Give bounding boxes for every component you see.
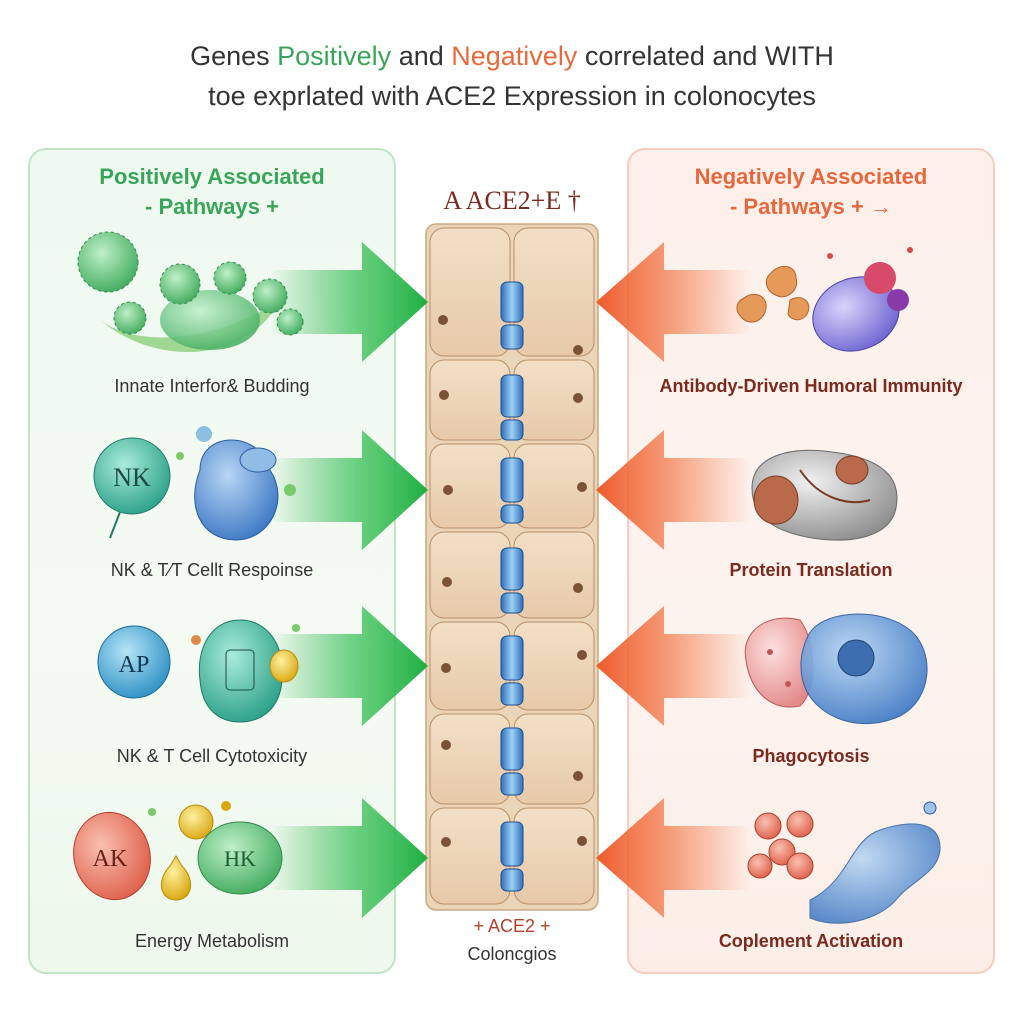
nk-t-response-illustration: NK — [93, 426, 296, 541]
rk-cell-glyph: AK — [93, 846, 128, 872]
negative-panel-title-line1: Negatively Associated — [694, 164, 928, 189]
ap-cell-glyph: AP — [119, 652, 150, 678]
negative-pathway-label-3: Phagocytosis — [752, 746, 870, 766]
nk-t-cytotoxicity-illustration: AP — [97, 619, 300, 723]
positive-arrow-3 — [270, 606, 428, 726]
ace2-column-title: A ACE2+E † — [443, 186, 581, 215]
title-mid: and — [391, 41, 452, 71]
ace2-receptor-channels — [500, 281, 524, 892]
title-pre: Genes — [190, 41, 278, 71]
negative-panel-title-line2: - Pathways + → — [729, 194, 892, 219]
negative-arrow-1 — [596, 242, 750, 362]
colonocyte-column — [425, 223, 599, 911]
protein-translation-illustration — [751, 449, 898, 541]
negative-pathway-label-4: Coplement Activation — [718, 931, 904, 951]
ace2-footer-line2: Coloncgios — [467, 944, 557, 964]
positive-panel-title-line2: - Pathways + — [145, 194, 279, 219]
positive-pathway-label-4: Energy Metabolism — [134, 931, 290, 951]
negative-pathway-label-2: Protein Translation — [729, 560, 893, 580]
negative-arrow-2 — [596, 430, 750, 550]
hk-cell-glyph: HK — [224, 846, 256, 871]
humoral-immunity-illustration — [736, 247, 913, 352]
ace2-column-footer: + ACE2 + Coloncgios — [400, 912, 624, 968]
title-positively: Positively — [277, 41, 392, 71]
diagram-title: Genes Positively and Negatively correlat… — [0, 36, 1024, 116]
negative-panel-title: Negatively Associated - Pathways + → — [629, 162, 993, 222]
negative-pathway-label-1: Antibody-Driven Humoral Immunity — [659, 376, 963, 396]
energy-metabolism-illustration: AK HK — [73, 801, 283, 901]
colonocyte-cells — [429, 227, 595, 905]
nk-cell-glyph: NK — [113, 463, 151, 492]
ace2-footer-line1: + ACE2 + — [473, 916, 551, 936]
title-line-1: Genes Positively and Negatively correlat… — [0, 36, 1024, 76]
title-line-2: toe exprlated with ACE2 Expression in co… — [208, 81, 816, 111]
cell-nuclei — [438, 315, 587, 847]
positive-arrow-2 — [270, 430, 428, 550]
positive-panel-title: Positively Associated - Pathways + — [30, 162, 394, 222]
complement-activation-illustration — [747, 801, 941, 924]
title-post: correlated and WITH — [577, 41, 834, 71]
phagocytosis-illustration — [744, 613, 928, 725]
innate-interferon-illustration — [77, 231, 304, 353]
negative-arrows — [596, 242, 750, 918]
positive-pathway-label-3: NK & T Cell Cytotoxicity — [116, 746, 308, 766]
negative-arrow-3 — [596, 606, 750, 726]
title-negatively: Negatively — [451, 41, 578, 71]
positive-arrow-4 — [270, 798, 428, 918]
positive-panel-title-line1: Positively Associated — [99, 164, 325, 189]
positive-arrow-1 — [270, 242, 428, 362]
positive-pathway-label-2: NK & T∕T Cellt Respoinse — [110, 560, 314, 580]
positive-arrows — [270, 242, 428, 918]
positive-pathway-label-1: Innate Interfor& Budding — [114, 376, 310, 396]
negative-arrow-4 — [596, 798, 750, 918]
